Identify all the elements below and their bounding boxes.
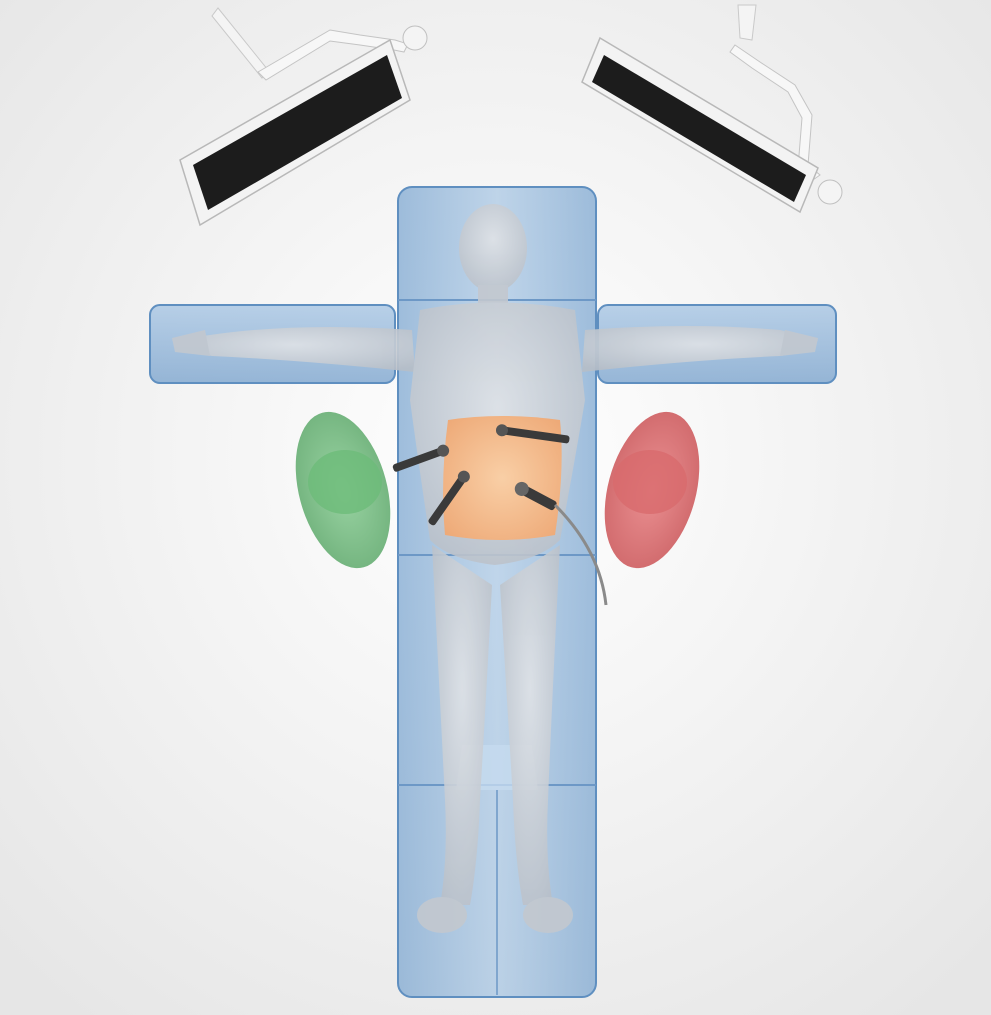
left-monitor-joint: [403, 26, 427, 50]
assistant-head-red: [613, 450, 687, 514]
patient-foot-left: [417, 897, 467, 933]
surgeon-head-green: [308, 450, 382, 514]
right-monitor-joint: [818, 180, 842, 204]
patient-foot-right: [523, 897, 573, 933]
patient-head: [459, 204, 527, 292]
